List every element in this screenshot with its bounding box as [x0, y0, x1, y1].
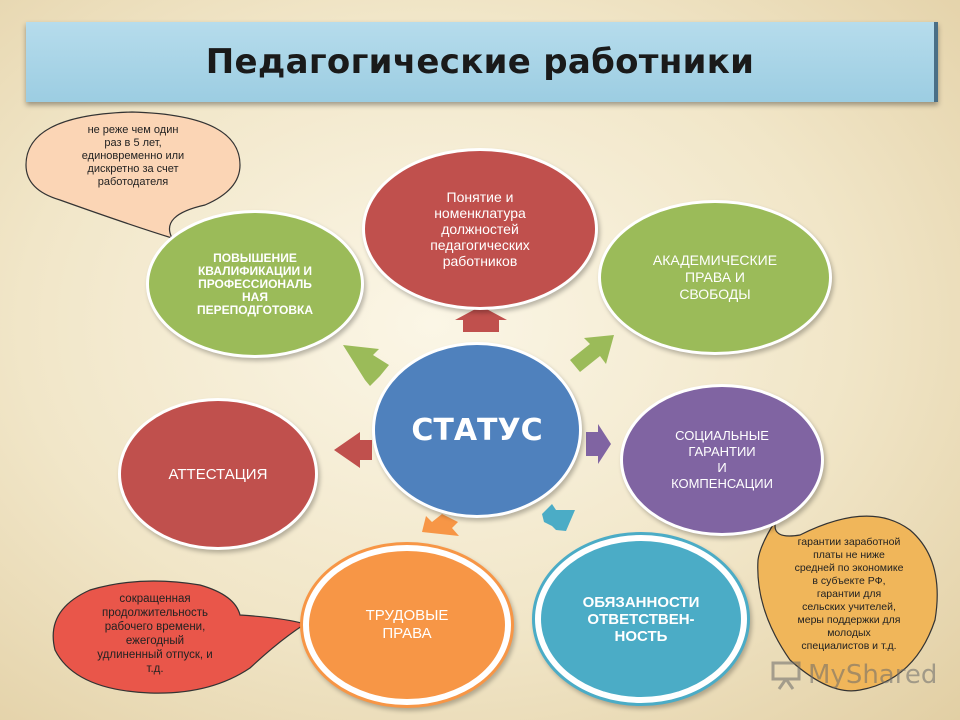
callout-labor-text: сокращенная продолжительность рабочего в…	[97, 593, 213, 675]
watermark: MyShared	[770, 660, 937, 690]
arrow-upper-left-icon	[343, 345, 389, 386]
node-attestation-label: АТТЕСТАЦИЯ	[168, 465, 268, 483]
node-attestation[interactable]: АТТЕСТАЦИЯ	[118, 398, 318, 550]
title-bar: Педагогические работники	[26, 22, 938, 102]
node-academic[interactable]: АКАДЕМИЧЕСКИЕ ПРАВА И СВОБОДЫ	[598, 200, 832, 355]
node-concept-label: Понятие и номенклатура должностей педаго…	[430, 189, 530, 269]
presentation-icon	[771, 661, 801, 690]
node-academic-label: АКАДЕМИЧЕСКИЕ ПРАВА И СВОБОДЫ	[652, 252, 778, 302]
arrow-right-icon	[586, 424, 611, 464]
node-labor-label: ТРУДОВЫЕ ПРАВА	[365, 607, 449, 642]
callout-labor	[52, 580, 307, 694]
node-duties-fill: ОБЯЗАННОСТИ ОТВЕТСТВЕН- НОСТЬ	[541, 541, 741, 697]
arrow-up-icon	[455, 306, 507, 332]
callout-qualification-text: не реже чем один раз в 5 лет, единовреме…	[81, 124, 185, 188]
node-qualification[interactable]: ПОВЫШЕНИЕ КВАЛИФИКАЦИИ И ПРОФЕССИОНАЛЬ Н…	[146, 210, 364, 358]
arrow-lower-right-icon	[542, 504, 575, 531]
node-social[interactable]: СОЦИАЛЬНЫЕ ГАРАНТИИ И КОМПЕНСАЦИИ	[620, 384, 824, 536]
node-labor-fill: ТРУДОВЫЕ ПРАВА	[309, 551, 505, 699]
page-title: Педагогические работники	[205, 42, 755, 82]
arrow-upper-right-icon	[570, 335, 614, 372]
callout-social	[757, 515, 938, 692]
arrow-down-icon	[422, 514, 459, 536]
node-duties-label: ОБЯЗАННОСТИ ОТВЕТСТВЕН- НОСТЬ	[582, 593, 700, 645]
node-duties[interactable]: ОБЯЗАННОСТИ ОТВЕТСТВЕН- НОСТЬ	[532, 532, 750, 706]
node-center[interactable]: СТАТУС	[372, 342, 582, 518]
node-social-label: СОЦИАЛЬНЫЕ ГАРАНТИИ И КОМПЕНСАЦИИ	[671, 428, 773, 491]
arrow-left-icon	[334, 432, 372, 468]
callout-labor-bubble	[52, 580, 307, 694]
node-labor[interactable]: ТРУДОВЫЕ ПРАВА	[300, 542, 514, 708]
node-concept[interactable]: Понятие и номенклатура должностей педаго…	[362, 148, 598, 310]
node-center-label: СТАТУС	[411, 412, 543, 448]
watermark-text: MyShared	[808, 660, 938, 690]
callout-social-bubble	[757, 515, 938, 692]
callout-social-text: гарантии заработной платы не ниже средне…	[794, 536, 904, 652]
node-qualification-label: ПОВЫШЕНИЕ КВАЛИФИКАЦИИ И ПРОФЕССИОНАЛЬ Н…	[197, 250, 313, 317]
